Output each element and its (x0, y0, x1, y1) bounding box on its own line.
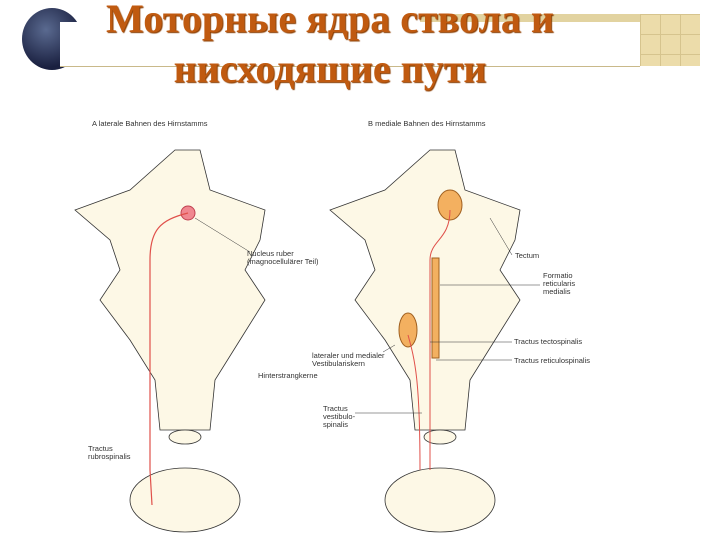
brainstem-b (329, 149, 521, 533)
vestibular-nucleus (398, 312, 418, 348)
label-tractus-reticulospinalis: Tractus reticulospinalis (514, 356, 590, 365)
label-tectum: Tectum (515, 251, 540, 260)
grid-decoration (640, 14, 700, 66)
panel-a-heading: A laterale Bahnen des Hirnstamms (92, 119, 208, 128)
tractus-rubrospinalis (149, 212, 189, 506)
label-tractus-tectospinalis: Tractus tectospinalis (514, 337, 583, 346)
title-band (60, 22, 640, 67)
label-nucleus-ruber: Nucleus ruber(magnocellulärer Teil) (247, 249, 319, 266)
brainstem-a (74, 149, 266, 533)
tectum-nucleus (437, 189, 463, 221)
formatio-reticularis (431, 257, 440, 359)
panel-b-heading: B mediale Bahnen des Hirnstamms (368, 119, 486, 128)
decor-line (420, 14, 640, 22)
label-hinterstrangkerne: Hinterstrangkerne (258, 371, 318, 380)
